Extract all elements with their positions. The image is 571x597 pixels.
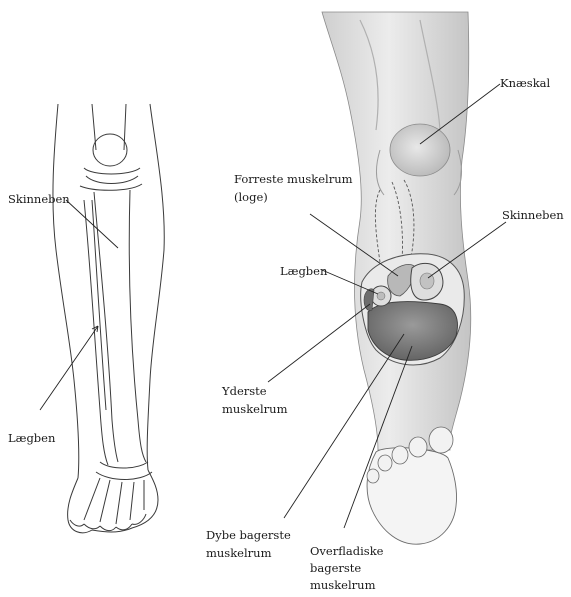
left-leg-outline-medial [147, 104, 164, 470]
fibula-marrow [377, 292, 385, 300]
left-patella [93, 134, 127, 166]
toe-3 [392, 446, 408, 464]
left-knee-joint [80, 168, 142, 190]
label-dybe-line1: Dybe bagerste [206, 528, 291, 543]
label-forreste-line1: Forreste muskelrum [234, 172, 353, 187]
toe-1 [429, 427, 453, 453]
label-dybe-line2: muskelrum [206, 546, 271, 561]
label-right-skinneben: Skinneben [502, 208, 564, 223]
left-leader-lines [40, 200, 118, 410]
right-leg-silhouette [322, 12, 471, 450]
toe-4 [378, 455, 392, 471]
label-yderste-line2: muskelrum [222, 402, 287, 417]
leader-yderste [268, 304, 370, 382]
right-patella [390, 124, 450, 176]
left-leg-outline-lateral [53, 104, 79, 478]
label-left-skinneben: Skinneben [8, 192, 70, 207]
toe-2 [409, 437, 427, 457]
femur-lines [92, 104, 126, 150]
left-toes [70, 514, 146, 531]
label-overfladiske-line2: bagerste [310, 561, 361, 576]
label-knaeskal: Knæskal [500, 76, 550, 91]
label-overfladiske-line3: muskelrum [310, 578, 375, 593]
label-forreste-line2: (loge) [234, 190, 268, 205]
label-yderste-line1: Yderste [222, 384, 267, 399]
right-leg-shaded-drawing [322, 12, 471, 544]
left-leg-skeleton-drawing [53, 104, 164, 533]
left-metatarsals [84, 478, 144, 524]
left-ankle [96, 462, 152, 480]
label-left-laegben: Lægben [8, 431, 55, 446]
left-fibula [84, 200, 108, 465]
label-right-laegben: Lægben [280, 264, 327, 279]
label-overfladiske-line1: Overfladiske [310, 544, 383, 559]
toe-5 [367, 469, 379, 483]
left-tibia [94, 190, 146, 462]
